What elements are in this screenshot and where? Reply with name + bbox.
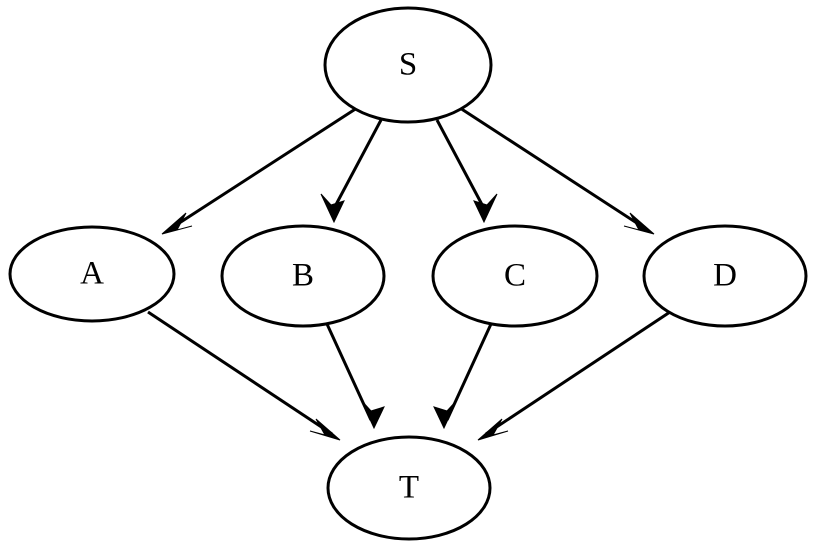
edge-C-T-hitarea[interactable] <box>444 324 491 428</box>
edge-S-C-hitarea[interactable] <box>437 120 484 222</box>
node-S[interactable]: S <box>323 6 493 124</box>
edge-B-T-hitarea[interactable] <box>327 324 374 428</box>
node-C-ellipse[interactable] <box>431 224 599 328</box>
node-S-ellipse[interactable] <box>323 6 493 124</box>
edge-S-B[interactable] <box>320 119 383 224</box>
edge-D-T[interactable] <box>477 310 671 441</box>
node-B[interactable]: B <box>220 224 386 328</box>
edge-S-C[interactable] <box>435 119 498 224</box>
edge-A-T-arrowhead <box>309 418 341 441</box>
edge-S-D-hitarea[interactable] <box>460 108 654 234</box>
nodes-layer: S A B C D T <box>8 6 808 541</box>
edge-C-T-arrowhead <box>433 399 458 430</box>
node-D-ellipse[interactable] <box>642 224 808 328</box>
edge-S-A-line <box>169 106 358 231</box>
edge-S-D-arrowhead <box>623 212 655 235</box>
edge-S-A-hitarea[interactable] <box>162 108 357 234</box>
node-C[interactable]: C <box>431 224 599 328</box>
node-A-ellipse[interactable] <box>8 225 176 323</box>
node-T[interactable]: T <box>326 435 492 541</box>
edge-D-T-hitarea[interactable] <box>478 312 670 440</box>
edge-B-T-arrowhead <box>360 399 385 430</box>
edges-layer <box>147 106 671 441</box>
edge-S-A-arrowhead <box>161 212 193 235</box>
edge-A-T-line <box>147 310 333 436</box>
edge-S-B-arrowhead <box>320 193 345 224</box>
edge-A-T-hitarea[interactable] <box>148 312 340 440</box>
edge-S-D[interactable] <box>459 106 655 235</box>
edge-S-C-arrowhead <box>473 193 498 224</box>
node-D[interactable]: D <box>642 224 808 328</box>
edge-S-B-line <box>329 119 383 215</box>
node-A[interactable]: A <box>8 225 176 323</box>
node-T-ellipse[interactable] <box>326 435 492 541</box>
edge-S-D-line <box>459 106 647 231</box>
edge-A-T[interactable] <box>147 310 341 441</box>
edge-D-T-arrowhead <box>477 418 509 441</box>
node-B-ellipse[interactable] <box>220 224 386 328</box>
edge-S-A[interactable] <box>161 106 358 235</box>
edge-D-T-line <box>485 310 671 436</box>
edge-C-T[interactable] <box>433 323 493 430</box>
edge-S-B-hitarea[interactable] <box>334 120 381 222</box>
edge-S-C-line <box>435 119 489 215</box>
edge-B-T[interactable] <box>325 323 385 430</box>
